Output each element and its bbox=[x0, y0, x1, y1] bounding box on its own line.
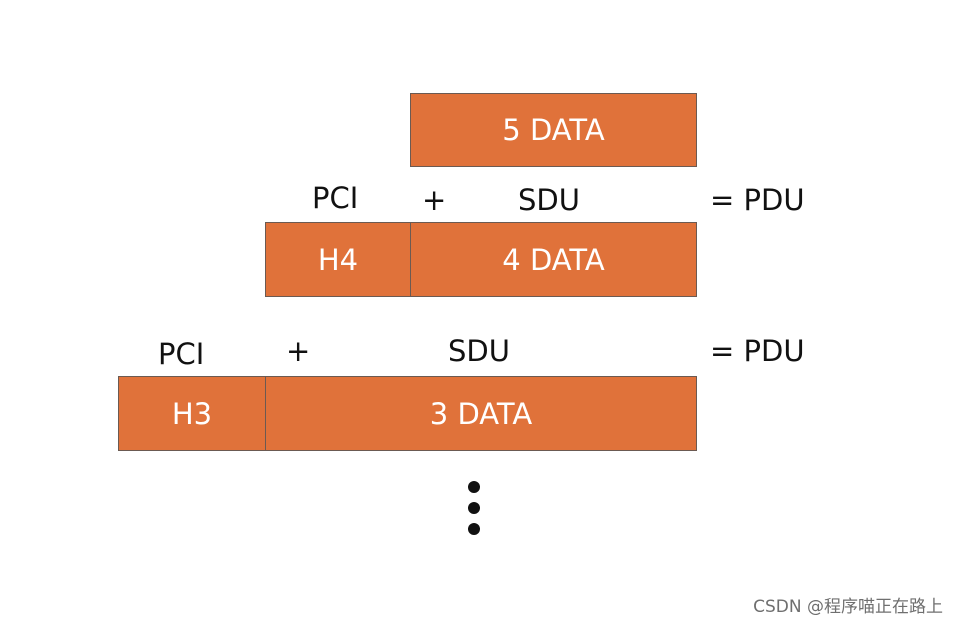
layer3-header-label: H3 bbox=[171, 396, 213, 431]
layer4-pci-label: PCI bbox=[312, 181, 359, 215]
layer5-data-label: 5 DATA bbox=[502, 113, 605, 147]
layer5-data-box: 5 DATA bbox=[410, 93, 697, 167]
layer3-data-label: 3 DATA bbox=[429, 396, 533, 431]
layer4-plus-sign: + bbox=[422, 183, 447, 217]
layer3-plus-sign: + bbox=[286, 334, 311, 368]
layer3-data-box: 3 DATA bbox=[265, 376, 697, 451]
layer4-header-label: H4 bbox=[317, 242, 359, 277]
layer4-pdu-label: = PDU bbox=[710, 183, 805, 217]
layer4-sdu-label: SDU bbox=[518, 183, 580, 217]
layer4-data-box: 4 DATA bbox=[410, 222, 697, 297]
layer4-data-label: 4 DATA bbox=[502, 242, 605, 277]
layer3-sdu-label: SDU bbox=[448, 334, 510, 368]
ellipsis-dot bbox=[468, 523, 480, 535]
ellipsis-dot bbox=[468, 502, 480, 514]
layer3-pci-label: PCI bbox=[158, 337, 205, 371]
watermark-text: CSDN @程序喵正在路上 bbox=[753, 597, 943, 617]
layer3-header-box: H3 bbox=[118, 376, 266, 451]
layer3-pdu-label: = PDU bbox=[710, 334, 805, 368]
layer4-header-box: H4 bbox=[265, 222, 411, 297]
ellipsis-dot bbox=[468, 481, 480, 493]
